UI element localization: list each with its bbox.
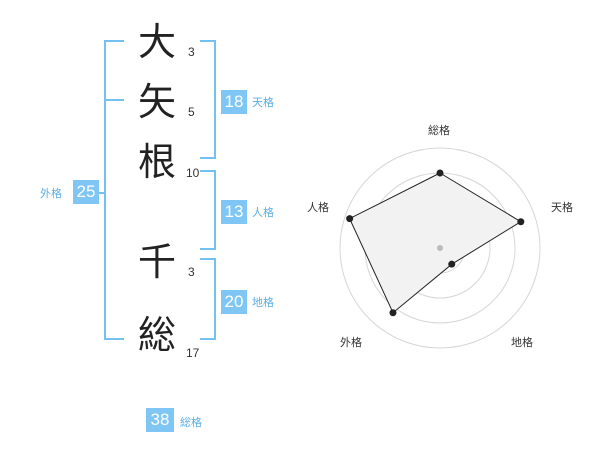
gaikaku-label: 外格 (40, 187, 62, 200)
name-char-4: 千 (137, 240, 176, 284)
axis-label-gaikaku: 外格 (340, 335, 362, 349)
gaikaku-bracket-tick (104, 99, 124, 101)
radar-point-5 (346, 215, 354, 223)
radar-center-dot (437, 245, 443, 251)
name-char-3: 根 (137, 140, 176, 184)
stroke-count-2: 5 (188, 105, 195, 119)
radar-area (348, 172, 522, 314)
chikaku-bracket (200, 258, 216, 340)
stroke-count-1: 3 (188, 45, 195, 59)
radar-point-4 (389, 309, 397, 317)
chikaku-label: 地格 (252, 296, 274, 309)
gaikaku-bracket (104, 40, 124, 340)
jinkaku-badge: 13 (221, 200, 247, 224)
gaikaku-bracket-tick-2 (96, 192, 105, 194)
name-char-5: 総 (137, 313, 176, 357)
radar-point-1 (436, 169, 444, 177)
jinkaku-bracket (200, 170, 216, 250)
tenkaku-label: 天格 (252, 96, 274, 109)
axis-label-soukaku: 総格 (428, 123, 450, 137)
name-char-1: 大 (137, 20, 176, 64)
axis-label-tenkaku: 天格 (551, 200, 573, 214)
jinkaku-label: 人格 (252, 206, 274, 219)
radar-point-2 (517, 218, 525, 226)
gaikaku-badge: 25 (73, 180, 99, 204)
tenkaku-badge: 18 (221, 90, 247, 114)
radar-point-3 (448, 260, 456, 268)
radar-points (346, 169, 525, 317)
radar-ring (339, 147, 541, 349)
stroke-count-4: 3 (188, 265, 195, 279)
axis-label-chikaku: 地格 (511, 335, 533, 349)
tenkaku-bracket (200, 40, 216, 159)
stroke-count-3: 10 (186, 166, 200, 180)
radar-chart: 総格 天格 地格 外格 人格 (307, 123, 573, 349)
soukaku-badge: 38 (146, 408, 174, 432)
name-char-2: 矢 (137, 80, 176, 124)
chikaku-badge: 20 (221, 290, 247, 314)
soukaku-label: 総格 (180, 416, 202, 429)
stroke-count-5: 17 (186, 346, 200, 360)
axis-label-jinkaku: 人格 (307, 200, 329, 214)
